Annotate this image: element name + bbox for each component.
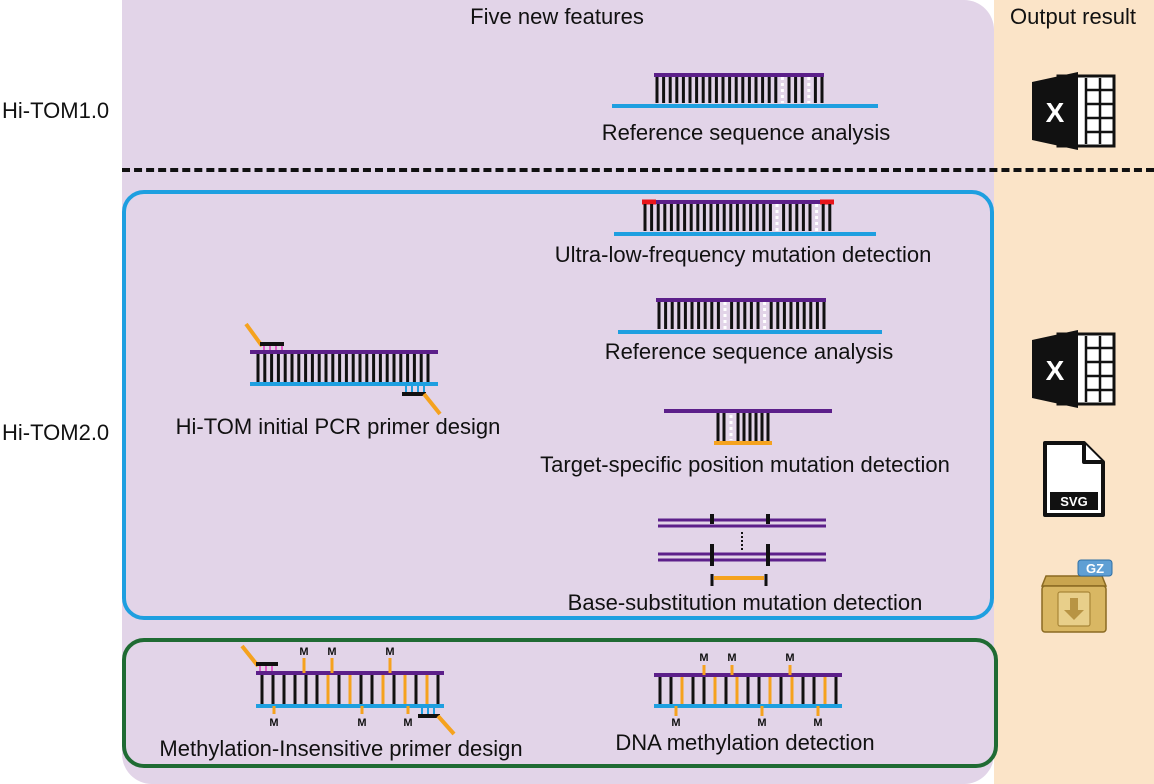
svg-label: SVG: [1060, 494, 1087, 509]
methyl-mark: M: [757, 717, 766, 729]
base-substitution-illustration: [658, 514, 826, 586]
hi-tom1-label: Hi-TOM1.0: [2, 98, 110, 123]
dna-methylation-illustration: M M M M M M: [654, 652, 842, 729]
gz-label: GZ: [1086, 561, 1104, 576]
v2-reference-illustration: [618, 298, 882, 334]
methyl-primer-label: Methylation-Insensitive primer design: [159, 736, 523, 761]
excel-icon: X: [1030, 70, 1118, 157]
primer-design-label: Hi-TOM initial PCR primer design: [175, 414, 501, 439]
methyl-mark: M: [299, 646, 308, 658]
excel-letter: X: [1046, 355, 1065, 386]
target-specific-label: Target-specific position mutation detect…: [540, 452, 950, 477]
hi-tom2-label: Hi-TOM2.0: [2, 420, 110, 445]
methyl-mark: M: [357, 717, 366, 729]
methyl-mark: M: [671, 717, 680, 729]
v1-reference-label: Reference sequence analysis: [601, 120, 891, 145]
ultra-low-illustration: [614, 199, 876, 236]
methyl-primer-illustration: M M M M M M: [240, 644, 456, 736]
methyl-mark: M: [699, 652, 708, 664]
methyl-mark: M: [785, 652, 794, 664]
methyl-mark: M: [269, 717, 278, 729]
v2-reference-label: Reference sequence analysis: [604, 339, 894, 364]
dna-methylation-label: DNA methylation detection: [615, 730, 875, 755]
base-substitution-label: Base-substitution mutation detection: [567, 590, 923, 615]
methyl-mark: M: [727, 652, 736, 664]
methyl-mark: M: [327, 646, 336, 658]
hi-tom2-feature-box: [122, 190, 994, 620]
output-title: Output result: [1010, 4, 1136, 29]
methyl-mark: M: [385, 646, 394, 658]
ultra-low-label: Ultra-low-frequency mutation detection: [554, 242, 932, 267]
gz-archive-icon: GZ: [1036, 558, 1116, 641]
excel-letter: X: [1046, 97, 1065, 128]
methyl-mark: M: [403, 717, 412, 729]
features-panel: [122, 0, 994, 784]
methyl-mark: M: [813, 717, 822, 729]
svg-file-icon: SVG: [1042, 440, 1106, 523]
excel-icon: X: [1030, 328, 1118, 415]
v1-reference-illustration: [612, 73, 878, 108]
methylation-feature-box: [122, 638, 998, 768]
primer-design-illustration: [244, 322, 442, 416]
version-divider: [122, 168, 1154, 172]
features-title: Five new features: [470, 4, 644, 29]
target-specific-illustration: [664, 409, 832, 445]
